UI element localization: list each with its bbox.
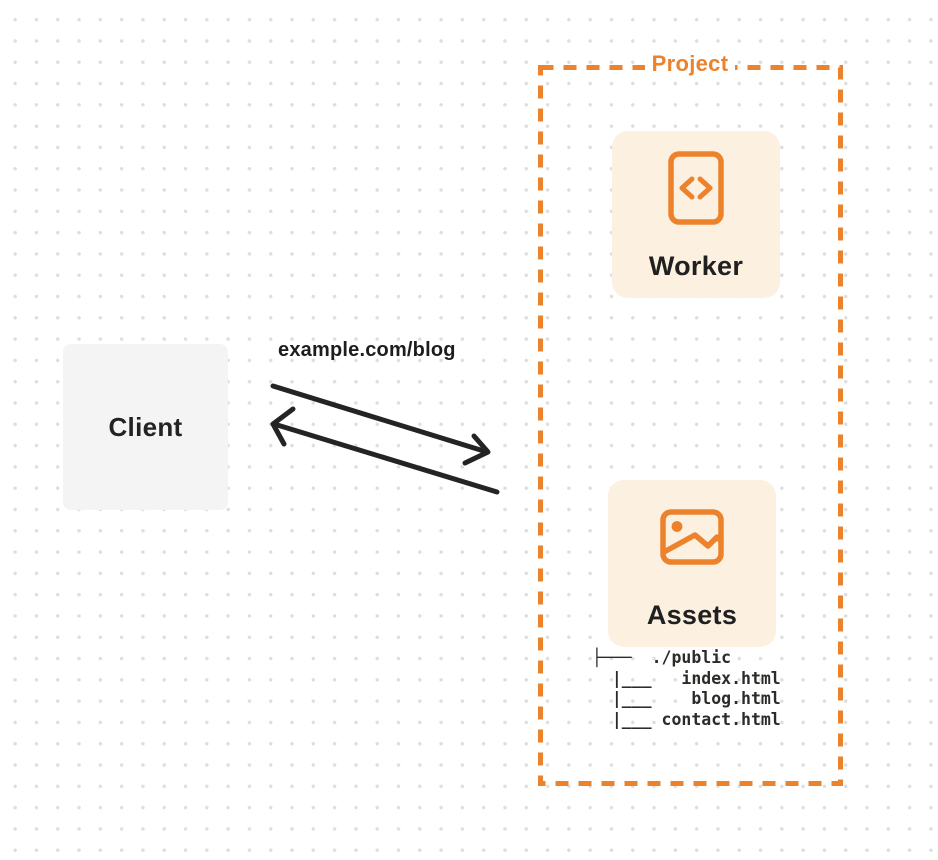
request-url-label: example.com/blog bbox=[278, 339, 456, 361]
assets-node: Assets bbox=[608, 480, 776, 647]
worker-label: Worker bbox=[648, 251, 744, 281]
assets-label: Assets bbox=[646, 600, 738, 630]
response-arrow-line bbox=[271, 421, 500, 495]
assets-icon-slot bbox=[660, 500, 724, 574]
response-arrowhead-icon bbox=[270, 406, 296, 447]
project-group: Project bbox=[540, 51, 840, 77]
tree-line-contact: |___ contact.html bbox=[592, 709, 781, 729]
request-arrow-line bbox=[270, 383, 490, 455]
image-icon bbox=[660, 509, 724, 565]
project-label: Project bbox=[644, 51, 736, 77]
tree-line-index: |___ index.html bbox=[592, 668, 781, 688]
tree-line-blog: |___ blog.html bbox=[592, 689, 781, 708]
code-file-icon bbox=[668, 151, 724, 225]
client-node: Client bbox=[63, 344, 228, 510]
client-label: Client bbox=[108, 411, 183, 442]
tree-line-public: ├─── ./public bbox=[592, 648, 732, 667]
worker-icon-slot bbox=[668, 151, 724, 225]
worker-node: Worker bbox=[612, 131, 780, 298]
assets-file-tree: ├─── ./public |___ index.html |___ blog.… bbox=[592, 648, 781, 730]
request-arrowhead-icon bbox=[462, 433, 491, 466]
